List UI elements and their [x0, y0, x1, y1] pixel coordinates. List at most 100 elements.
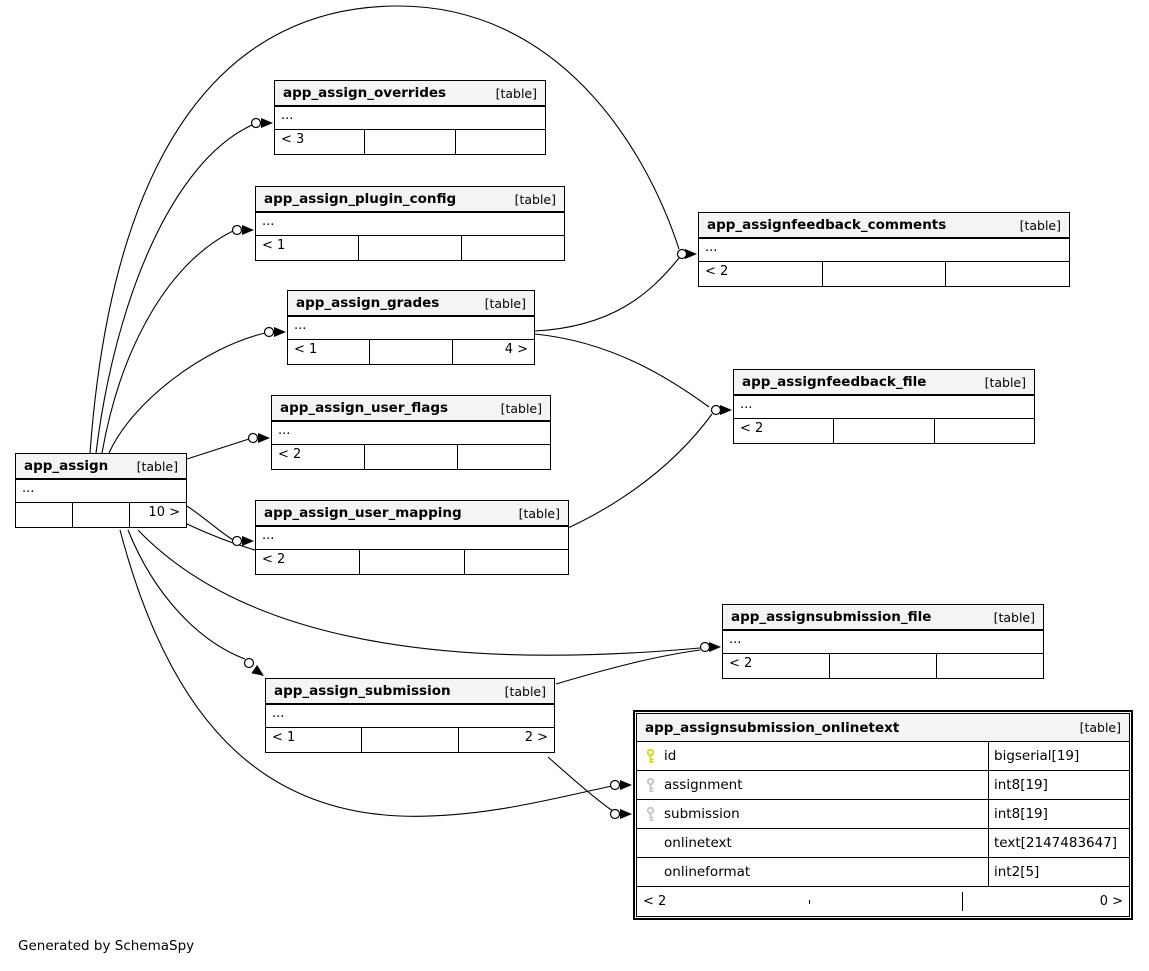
- children-count: < 2: [740, 421, 764, 436]
- children-count: < 1: [262, 238, 286, 253]
- table-type-badge: [table]: [136, 458, 178, 474]
- table-name[interactable]: app_assign_user_mapping: [264, 505, 462, 521]
- stats-spacer: [364, 130, 454, 154]
- parents-count: 0 >: [961, 892, 1129, 911]
- edge-assign-onlinetext-assignment: [119, 529, 613, 817]
- stats-spacer: [72, 503, 129, 527]
- relationship-stats-row: < 2: [723, 654, 1043, 678]
- table-name[interactable]: app_assign_submission: [274, 683, 451, 699]
- table-app-assign-grades: app_assign_grades [table] ... < 1 4 >: [287, 290, 535, 365]
- table-type-badge: [table]: [993, 609, 1035, 625]
- fk-connector-grades: [263, 326, 286, 338]
- table-name[interactable]: app_assign_user_flags: [280, 400, 449, 416]
- column-name: onlinetext: [664, 835, 732, 851]
- edge-assign-feedback-comments: [89, 5, 680, 454]
- column-row-submission: submission int8[19]: [637, 800, 1129, 829]
- columns-collapsed-indicator: ...: [272, 422, 550, 445]
- foreign-key-icon: [645, 777, 657, 793]
- fk-connector-submission-file: [699, 641, 721, 653]
- children-count: < 2: [262, 552, 286, 567]
- table-name[interactable]: app_assign: [24, 458, 109, 474]
- table-type-badge: [table]: [984, 374, 1026, 390]
- column-type: int2[5]: [988, 858, 1129, 886]
- column-row-onlineformat: onlineformat int2[5]: [637, 858, 1129, 887]
- column-name: id: [664, 748, 677, 764]
- fk-connector-onlinetext-assignment: [609, 779, 632, 791]
- table-name[interactable]: app_assign_overrides: [283, 85, 447, 101]
- columns-collapsed-indicator: ...: [256, 213, 564, 236]
- table-header: app_assign [table]: [16, 454, 186, 480]
- stats-spacer: [833, 419, 933, 443]
- table-app-assignsubmission-file: app_assignsubmission_file [table] ... < …: [722, 604, 1044, 679]
- column-name: submission: [664, 806, 740, 822]
- stats-spacer: [821, 262, 946, 286]
- edge-assign-user-flags: [186, 438, 250, 460]
- table-app-assign-plugin-config: app_assign_plugin_config [table] ... < 1: [255, 186, 565, 261]
- table-name[interactable]: app_assignsubmission_file: [731, 609, 932, 625]
- table-app-assignfeedback-comments: app_assignfeedback_comments [table] ... …: [698, 212, 1070, 287]
- parents-count: [461, 236, 564, 260]
- table-header: app_assign_overrides [table]: [275, 81, 545, 107]
- table-header: app_assignfeedback_file [table]: [734, 370, 1034, 396]
- table-type-badge: [table]: [500, 400, 542, 416]
- edge-assign-overrides: [95, 124, 253, 454]
- stats-spacer: [361, 728, 457, 752]
- table-header: app_assignfeedback_comments [table]: [699, 213, 1069, 239]
- table-header: app_assign_plugin_config [table]: [256, 187, 564, 213]
- columns-collapsed-indicator: ...: [256, 527, 568, 550]
- table-name[interactable]: app_assignfeedback_file: [742, 374, 927, 390]
- edge-submission-submission-file: [555, 649, 701, 685]
- fk-connector-overrides: [250, 117, 273, 129]
- edge-assign-submission-file: [137, 529, 701, 656]
- relationship-stats-row: 10 >: [16, 503, 186, 527]
- parents-count: 10 >: [129, 503, 186, 527]
- relationship-stats-row: < 2 0 >: [637, 887, 1129, 916]
- table-header: app_assign_submission [table]: [266, 679, 554, 705]
- table-header: app_assignsubmission_file [table]: [723, 605, 1043, 631]
- columns-collapsed-indicator: ...: [275, 107, 545, 130]
- fk-connector-plugin-config: [231, 224, 254, 236]
- fk-connector-submission: [243, 657, 264, 676]
- fk-connector-user-flags: [247, 432, 270, 444]
- relationship-stats-row: < 2: [734, 419, 1034, 443]
- columns-collapsed-indicator: ...: [288, 317, 534, 340]
- table-name[interactable]: app_assign_grades: [296, 295, 440, 311]
- parents-count: 4 >: [451, 340, 534, 364]
- table-type-badge: [table]: [1019, 217, 1061, 233]
- edge-assign-submission: [127, 529, 246, 660]
- table-header: app_assign_grades [table]: [288, 291, 534, 317]
- columns-collapsed-indicator: ...: [699, 239, 1069, 262]
- fk-connector-feedback-file: [710, 404, 732, 416]
- table-header: app_assign_user_mapping [table]: [256, 501, 568, 527]
- table-type-badge: [table]: [504, 683, 546, 699]
- stats-spacer: [829, 654, 936, 678]
- generator-credit: Generated by SchemaSpy: [18, 938, 195, 954]
- column-row-assignment: assignment int8[19]: [637, 771, 1129, 800]
- table-type-badge: [table]: [514, 191, 556, 207]
- table-app-assign-overrides: app_assign_overrides [table] ... < 3: [274, 80, 546, 155]
- table-header: app_assign_user_flags [table]: [272, 396, 550, 422]
- parents-count: [933, 419, 1034, 443]
- table-type-badge: [table]: [484, 295, 526, 311]
- relationship-stats-row: < 2: [272, 445, 550, 469]
- parents-count: [463, 550, 568, 574]
- primary-key-icon: [645, 748, 657, 764]
- children-count: < 2: [705, 264, 729, 279]
- columns-collapsed-indicator: ...: [723, 631, 1043, 654]
- column-row-id: id bigserial[19]: [637, 742, 1129, 771]
- column-type: int8[19]: [988, 800, 1129, 828]
- stats-spacer: [364, 445, 457, 469]
- column-name: onlineformat: [664, 864, 751, 880]
- parents-count: [945, 262, 1069, 286]
- relationship-stats-row: < 3: [275, 130, 545, 154]
- fk-connector-user-mapping: [231, 535, 254, 547]
- columns-collapsed-indicator: ...: [266, 705, 554, 728]
- stats-spacer: [369, 340, 451, 364]
- edge-grades-feedback-file: [534, 333, 710, 408]
- table-name[interactable]: app_assign_plugin_config: [264, 191, 457, 207]
- table-name[interactable]: app_assignsubmission_onlinetext: [645, 719, 900, 736]
- column-row-onlinetext: onlinetext text[2147483647]: [637, 829, 1129, 858]
- table-name[interactable]: app_assignfeedback_comments: [707, 217, 947, 233]
